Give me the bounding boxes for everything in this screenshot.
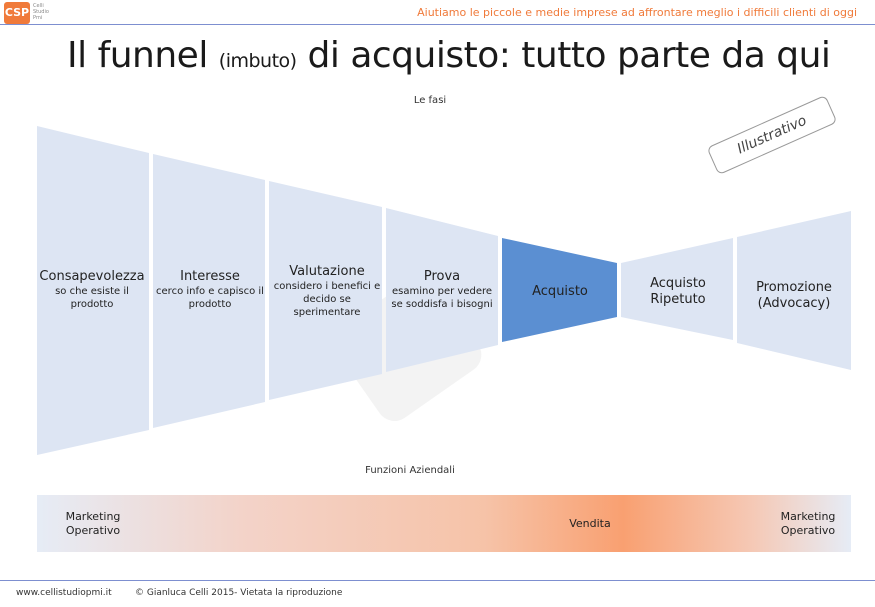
stage-description: so che esiste il prodotto <box>55 286 129 310</box>
title-part-small: (imbuto) <box>218 50 297 72</box>
stage-acquisto-ripetuto: Acquisto Ripetuto <box>626 274 730 310</box>
function-left: Marketing Operativo <box>65 510 121 537</box>
stage-shape-acquisto-ripetuto <box>621 238 733 340</box>
page-title: Il funnel (imbuto) di acquisto: tutto pa… <box>67 35 831 76</box>
stage-interesse: Interesse cerco info e capisco il prodot… <box>155 262 265 318</box>
title-part-b: di acquisto: tutto parte da qui <box>296 35 831 76</box>
function-right: Marketing Operativo <box>780 510 836 537</box>
stage-shape-acquisto <box>502 238 617 342</box>
stage-shape-interesse <box>153 154 265 428</box>
title-part-a: Il funnel <box>67 35 219 76</box>
logo-subtitle: Celli Studio Pmi <box>33 3 49 21</box>
stage-description: esamino per vedere se soddisfa i bisogni <box>391 286 493 310</box>
stage-promozione: Promozione (Advocacy) <box>742 278 846 314</box>
stage-description: considero i benefici e decido se sperime… <box>273 280 381 318</box>
stage-shape-consapevolezza <box>37 126 149 455</box>
stage-acquisto: Acquisto <box>503 280 617 304</box>
logo: CSP Celli Studio Pmi <box>4 2 54 24</box>
stage-title: Promozione (Advocacy) <box>756 280 832 311</box>
stage-valutazione: Valutazione considero i benefici e decid… <box>271 258 383 324</box>
stage-title: Valutazione <box>289 263 365 279</box>
stage-description: cerco info e capisco il prodotto <box>156 286 264 310</box>
stage-shape-promozione <box>737 211 851 370</box>
logo-mark: CSP <box>4 2 30 24</box>
stage-title: Interesse <box>180 269 240 284</box>
stage-consapevolezza: Consapevolezza so che esiste il prodotto <box>38 262 146 318</box>
stage-shape-prova <box>386 208 498 372</box>
functions-band <box>37 495 851 552</box>
stage-prova: Prova esamino per vedere se soddisfa i b… <box>386 264 498 316</box>
footer-rule <box>0 580 875 581</box>
stage-shape-valutazione <box>269 181 382 400</box>
function-center: Vendita <box>569 517 611 530</box>
header-rule <box>0 24 875 25</box>
stage-title: Consapevolezza <box>39 269 145 284</box>
tagline: Aiutiamo le piccole e medie imprese ad a… <box>417 6 857 19</box>
footer-site: www.cellistudiopmi.it <box>16 588 112 598</box>
stage-title: Prova <box>423 269 461 284</box>
phases-label: Le fasi <box>413 95 447 106</box>
stage-title: Acquisto Ripetuto <box>650 276 706 307</box>
functions-label: Funzioni Aziendali <box>365 465 455 476</box>
stage-title: Acquisto <box>532 284 588 299</box>
footer-copyright: © Gianluca Celli 2015- Vietata la riprod… <box>135 588 343 598</box>
